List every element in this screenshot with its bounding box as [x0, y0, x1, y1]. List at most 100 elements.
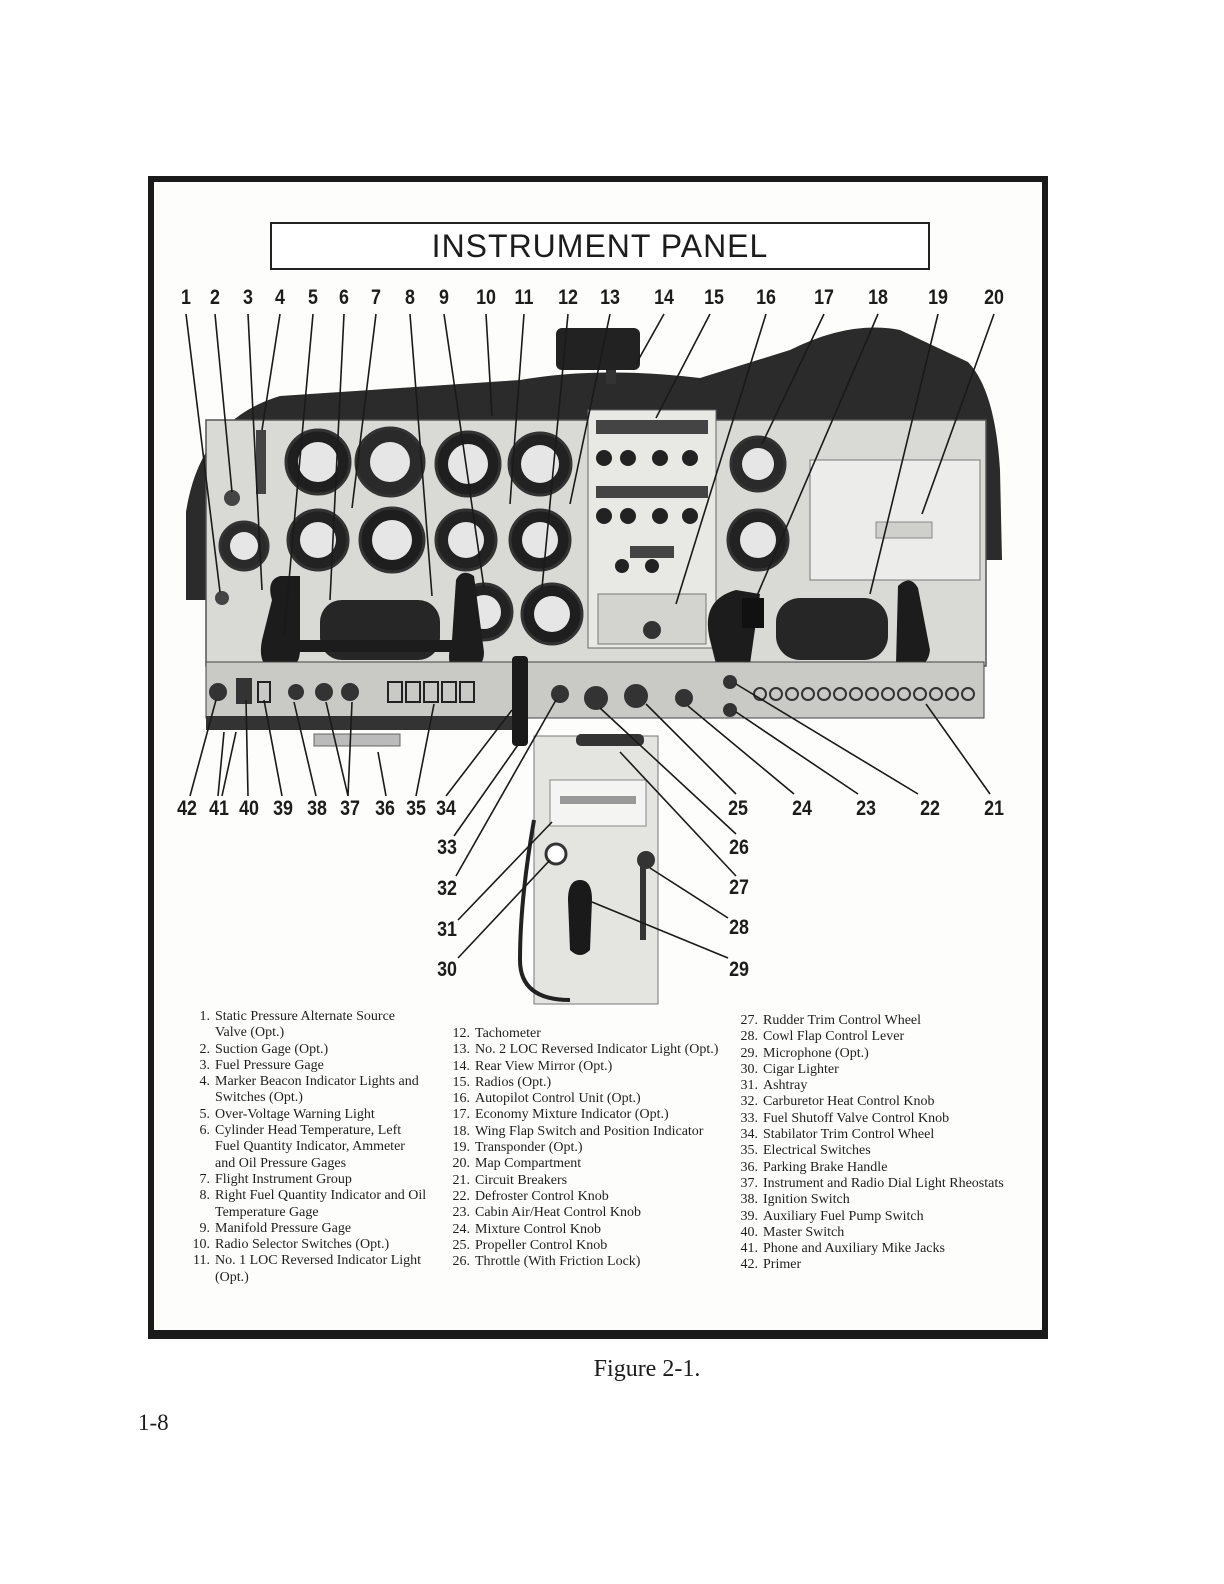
callout-34: 34 — [436, 797, 456, 820]
radio-knobs — [596, 450, 698, 573]
legend-item: 7.Flight Instrument Group — [188, 1172, 428, 1188]
legend-item-number: 15. — [452, 1074, 471, 1090]
legend-item-number: 25. — [452, 1237, 471, 1253]
callout-18: 18 — [868, 286, 888, 309]
legend-item-number: 3. — [199, 1057, 211, 1073]
legend-item: 13.No. 2 LOC Reversed Indicator Light (O… — [448, 1042, 730, 1058]
legend-item: 14.Rear View Mirror (Opt.) — [448, 1059, 730, 1075]
legend-item-number: 9. — [199, 1220, 211, 1236]
legend-item-text: Manifold Pressure Gage — [215, 1220, 352, 1236]
callout-27: 27 — [729, 876, 749, 899]
legend-item-number: 26. — [452, 1254, 471, 1270]
callout-42: 42 — [177, 797, 197, 820]
legend-item: 37.Instrument and Radio Dial Light Rheos… — [736, 1176, 1004, 1192]
legend-item-number: 11. — [193, 1253, 210, 1269]
legend-item-number: 35. — [740, 1143, 759, 1159]
callout-14: 14 — [654, 286, 674, 309]
legend-item: 20.Map Compartment — [448, 1156, 730, 1172]
callout-37: 37 — [340, 797, 360, 820]
legend-item-number: 37. — [740, 1175, 759, 1191]
legend-item: 15.Radios (Opt.) — [448, 1075, 730, 1091]
circuit-breakers — [753, 687, 975, 701]
legend-item-text: Auxiliary Fuel Pump Switch — [763, 1208, 924, 1224]
legend-item: 30.Cigar Lighter — [736, 1062, 1004, 1078]
legend-item-text: Propeller Control Knob — [475, 1237, 608, 1253]
legend-item-number: 21. — [452, 1172, 471, 1188]
callout-40: 40 — [239, 797, 259, 820]
callout-22: 22 — [920, 797, 940, 820]
legend-item: 16.Autopilot Control Unit (Opt.) — [448, 1091, 730, 1107]
legend-item: 18.Wing Flap Switch and Position Indicat… — [448, 1124, 730, 1140]
callout-17: 17 — [814, 286, 834, 309]
legend-item-text: Circuit Breakers — [475, 1172, 568, 1188]
callout-38: 38 — [307, 797, 327, 820]
legend-item-number: 10. — [192, 1237, 211, 1253]
legend-item-text: Economy Mixture Indicator (Opt.) — [475, 1107, 669, 1123]
legend-column-1: 1.Static Pressure Alternate Source Valve… — [188, 1009, 428, 1286]
legend-item-text: Phone and Auxiliary Mike Jacks — [763, 1241, 945, 1257]
legend-item: 6.Cylinder Head Temperature, Left Fuel Q… — [188, 1123, 428, 1172]
legend-item-number: 23. — [452, 1205, 471, 1221]
legend-item-number: 20. — [452, 1156, 471, 1172]
callout-2: 2 — [210, 286, 220, 309]
map-compartment — [809, 459, 981, 581]
callout-28: 28 — [729, 916, 749, 939]
legend-item-text: Instrument and Radio Dial Light Rheostat… — [763, 1175, 1004, 1191]
legend-item: 38.Ignition Switch — [736, 1192, 1004, 1208]
callout-16: 16 — [756, 286, 776, 309]
legend-item: 39.Auxiliary Fuel Pump Switch — [736, 1209, 1004, 1225]
glareshield — [186, 327, 1002, 600]
legend-item: 36.Parking Brake Handle — [736, 1160, 1004, 1176]
legend-item: 24.Mixture Control Knob — [448, 1222, 730, 1238]
legend-item-text: No. 1 LOC Reversed Indicator Light (Opt.… — [215, 1253, 422, 1285]
legend-item-number: 42. — [740, 1257, 759, 1273]
callout-23: 23 — [856, 797, 876, 820]
legend-item-text: Tachometer — [475, 1026, 541, 1041]
legend-item-number: 17. — [452, 1107, 471, 1123]
microphone — [568, 880, 592, 955]
legend-item: 42.Primer — [736, 1257, 1004, 1273]
legend-item-number: 36. — [740, 1159, 759, 1175]
callout-3: 3 — [243, 286, 253, 309]
legend-item-text: Right Fuel Quantity Indicator and Oil Te… — [215, 1188, 427, 1220]
legend-item: 28.Cowl Flap Control Lever — [736, 1029, 1004, 1045]
legend-item-number: 8. — [199, 1188, 211, 1204]
legend-item-number: 13. — [452, 1042, 471, 1058]
legend-item: 25.Propeller Control Knob — [448, 1238, 730, 1254]
callout-36: 36 — [375, 797, 395, 820]
figure-caption: Figure 2-1. — [0, 1356, 1224, 1383]
callout-29: 29 — [729, 958, 749, 981]
callout-35: 35 — [406, 797, 426, 820]
legend-item: 8.Right Fuel Quantity Indicator and Oil … — [188, 1188, 428, 1221]
page-number: 1-8 — [138, 1410, 169, 1435]
legend-item-text: Autopilot Control Unit (Opt.) — [475, 1091, 641, 1107]
legend-item: 5.Over-Voltage Warning Light — [188, 1107, 428, 1123]
leader-lines — [185, 313, 995, 959]
legend-item: 1.Static Pressure Alternate Source Valve… — [188, 1009, 428, 1042]
legend-item-number: 31. — [740, 1078, 759, 1094]
legend-item-text: Fuel Pressure Gage — [215, 1057, 324, 1073]
legend-item: 34.Stabilator Trim Control Wheel — [736, 1127, 1004, 1143]
legend-item-number: 14. — [452, 1058, 471, 1074]
legend-item-text: Wing Flap Switch and Position Indicator — [475, 1123, 704, 1139]
legend-item-text: Radios (Opt.) — [475, 1074, 552, 1090]
legend-item-text: Ignition Switch — [763, 1192, 850, 1208]
callout-8: 8 — [405, 286, 415, 309]
legend-item-text: Cabin Air/Heat Control Knob — [475, 1205, 642, 1221]
legend-item: 40.Master Switch — [736, 1225, 1004, 1241]
rear-view-mirror — [556, 328, 640, 370]
callout-20: 20 — [984, 286, 1004, 309]
legend-item: 11. No. 1 LOC Reversed Indicator Light (O… — [188, 1253, 428, 1286]
legend-item: 32.Carburetor Heat Control Knob — [736, 1094, 1004, 1110]
legend-item-number: 28. — [740, 1029, 759, 1045]
legend-item-number: 41. — [740, 1241, 759, 1257]
legend-item-text: Rear View Mirror (Opt.) — [475, 1058, 613, 1074]
legend-item-text: Suction Gage (Opt.) — [215, 1041, 329, 1057]
callout-24: 24 — [792, 797, 812, 820]
legend-item-text: Throttle (With Friction Lock) — [475, 1254, 641, 1270]
legend-item-number: 32. — [740, 1094, 759, 1110]
legend-item-number: 18. — [452, 1123, 471, 1139]
